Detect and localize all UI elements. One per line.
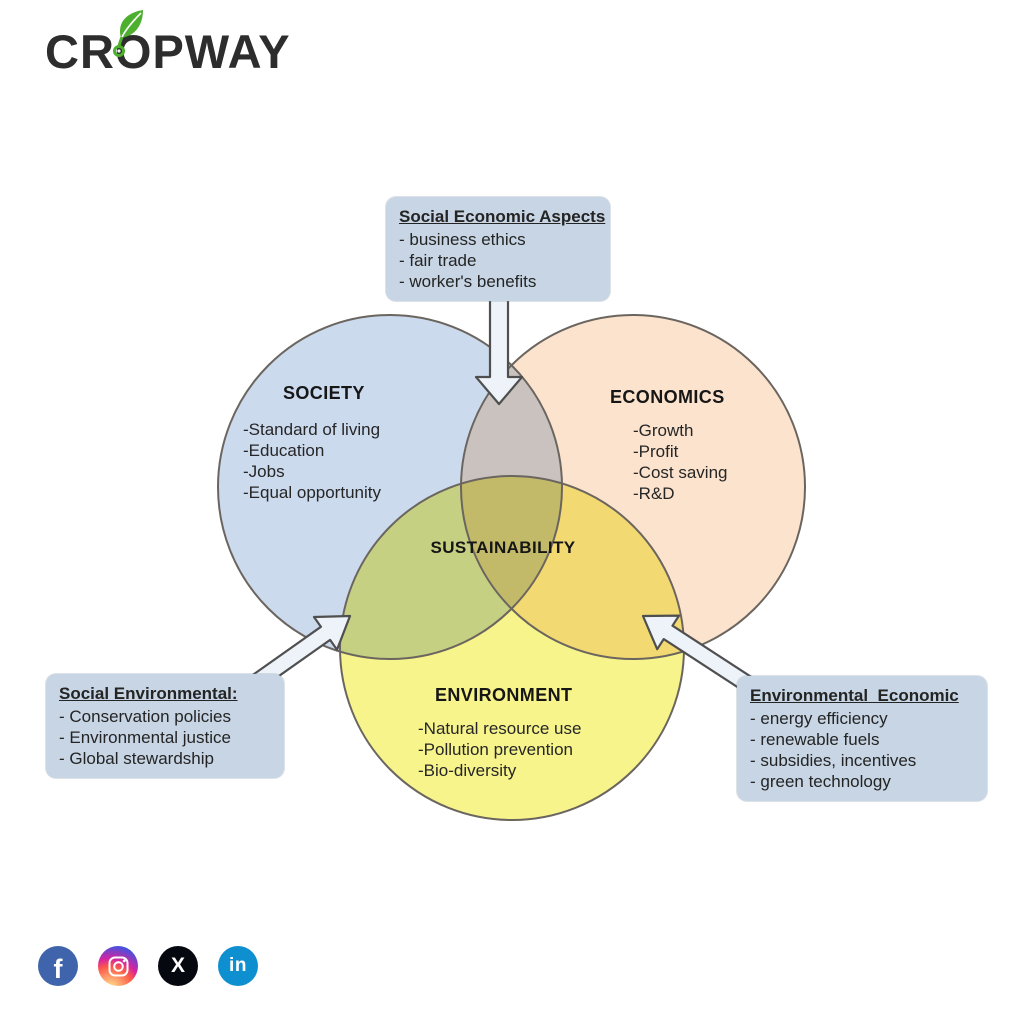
list-item: -R&D — [633, 484, 675, 503]
list-item: -Jobs — [243, 462, 285, 481]
list-item: -Equal opportunity — [243, 483, 381, 502]
instagram-camera-glyph — [108, 956, 128, 976]
environment-list: -Natural resource use -Pollution prevent… — [418, 718, 581, 781]
callout-title: Social Environmental: — [59, 684, 238, 703]
list-item: - energy efficiency — [750, 709, 888, 728]
facebook-icon[interactable]: f — [38, 946, 78, 986]
environment-circle — [340, 476, 684, 820]
list-item: - subsidies, incentives — [750, 751, 917, 770]
list-item: - Conservation policies — [59, 707, 231, 726]
economics-list: -Growth -Profit -Cost saving -R&D — [633, 420, 727, 504]
list-item: - green technology — [750, 772, 891, 791]
economics-title: ECONOMICS — [610, 387, 725, 407]
list-item: -Bio-diversity — [418, 761, 517, 780]
list-item: - Global stewardship — [59, 749, 214, 768]
list-item: - worker's benefits — [399, 272, 537, 291]
list-item: -Standard of living — [243, 420, 381, 439]
list-item: -Education — [243, 441, 325, 460]
arrow-down-icon — [474, 294, 524, 406]
brand-text-pre: CR — [45, 25, 115, 78]
callout-environmental-economic: Environmental Economic - energy efficien… — [737, 676, 987, 801]
list-item: - fair trade — [399, 251, 477, 270]
social-links: f X in — [38, 946, 258, 986]
society-title: SOCIETY — [283, 383, 365, 403]
callout-social-environmental: Social Environmental: - Conservation pol… — [46, 674, 284, 778]
callout-social-economic: Social Economic Aspects - business ethic… — [386, 197, 610, 301]
list-item: -Profit — [633, 442, 679, 461]
sustainability-label: SUSTAINABILITY — [430, 538, 576, 557]
x-icon[interactable]: X — [158, 946, 198, 986]
list-item: - Environmental justice — [59, 728, 231, 747]
list-item: -Cost saving — [633, 463, 728, 482]
society-list: -Standard of living -Education -Jobs -Eq… — [243, 419, 381, 503]
callout-title: Social Economic Aspects — [399, 207, 606, 226]
linkedin-icon[interactable]: in — [218, 946, 258, 986]
list-item: - business ethics — [399, 230, 526, 249]
callout-title: Environmental Economic — [750, 686, 959, 705]
environment-title: ENVIRONMENT — [435, 685, 573, 705]
list-item: - renewable fuels — [750, 730, 880, 749]
instagram-icon[interactable] — [98, 946, 138, 986]
brand-text-post: PWAY — [152, 25, 291, 78]
list-item: -Natural resource use — [418, 719, 582, 738]
list-item: -Pollution prevention — [418, 740, 573, 759]
list-item: -Growth — [633, 421, 694, 440]
venn-fills — [218, 315, 805, 820]
